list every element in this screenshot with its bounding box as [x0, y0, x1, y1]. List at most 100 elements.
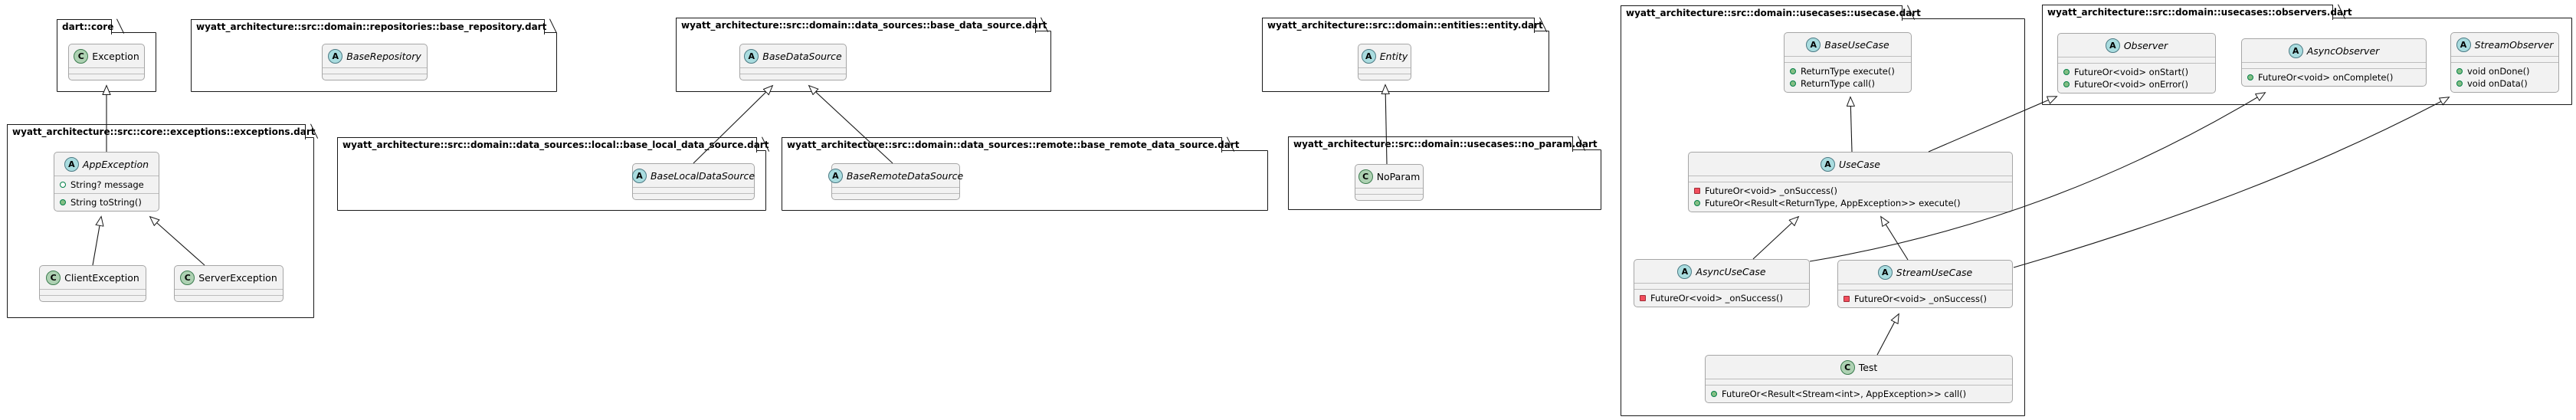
class-icon: C	[1840, 359, 1855, 375]
fields-section	[2242, 62, 2426, 68]
fields-section	[2058, 57, 2215, 63]
member-fields-0: String? message	[60, 179, 153, 191]
inheritance-arrow-StreamUseCase-to-StreamObserver	[2013, 97, 2449, 268]
member-text: String toString()	[70, 197, 142, 208]
abstract-icon: A	[1821, 156, 1836, 172]
class-name: BaseUseCase	[1824, 38, 1889, 51]
methods-section: FutureOr<void> _onSuccess()FutureOr<Resu…	[1689, 182, 2012, 212]
package-tab: wyatt_architecture::src::domain::data_so…	[782, 137, 1239, 153]
package-title: wyatt_architecture::src::domain::usecase…	[2047, 7, 2352, 18]
member-methods-0: void onDone()	[2456, 65, 2553, 77]
member-methods-0: FutureOr<void> _onSuccess()	[1844, 293, 2007, 305]
public-method-icon	[2063, 69, 2070, 75]
class-name: AppException	[82, 158, 149, 170]
methods-section	[40, 295, 146, 301]
package-title: wyatt_architecture::src::domain::data_so…	[681, 20, 1047, 31]
abstract-icon: A	[2456, 37, 2471, 52]
package-tab: wyatt_architecture::src::core::exception…	[7, 124, 315, 139]
class-icon: C	[46, 270, 61, 285]
package-tab: wyatt_architecture::src::domain::usecase…	[1621, 5, 1921, 21]
class-name: NoParam	[1376, 170, 1421, 182]
member-methods-1: FutureOr<Result<ReturnType, AppException…	[1694, 197, 2007, 209]
methods-section	[323, 74, 427, 80]
member-text: ReturnType execute()	[1801, 66, 1895, 77]
abstract-icon: A	[1806, 37, 1821, 52]
methods-section: FutureOr<Result<Stream<int>, AppExceptio…	[1706, 385, 2012, 402]
private-method-icon	[1694, 188, 1700, 194]
member-text: String? message	[70, 179, 144, 190]
fields-section	[633, 187, 754, 193]
class-icon: C	[74, 48, 89, 64]
methods-section	[740, 74, 846, 80]
member-text: FutureOr<void> _onSuccess()	[1854, 294, 1988, 304]
member-methods-0: FutureOr<void> _onSuccess()	[1694, 185, 2007, 197]
abstract-icon: A	[2288, 43, 2303, 58]
class-name: AsyncUseCase	[1696, 265, 1766, 277]
abstract-icon: A	[1677, 264, 1693, 279]
package-title: wyatt_architecture::src::domain::reposit…	[196, 21, 547, 32]
public-method-icon	[2247, 74, 2253, 80]
fields-section: String? message	[54, 176, 159, 193]
fields-section	[1634, 283, 1809, 289]
package-tab: wyatt_architecture::src::domain::reposit…	[191, 19, 547, 34]
class-name: Exception	[92, 50, 139, 62]
package-title: wyatt_architecture::src::core::exception…	[12, 126, 316, 137]
methods-section: void onDone()void onData()	[2451, 62, 2558, 92]
class-name: ServerException	[198, 271, 277, 284]
public-method-icon	[60, 199, 66, 205]
class-name: StreamUseCase	[1896, 266, 1973, 278]
abstract-icon: A	[64, 156, 79, 172]
methods-section	[175, 295, 283, 301]
private-method-icon	[1640, 295, 1646, 301]
member-methods-0: ReturnType execute()	[1790, 65, 1906, 77]
package-title: wyatt_architecture::src::domain::data_so…	[342, 139, 769, 150]
fields-section	[1785, 56, 1911, 62]
class-name: BaseRepository	[346, 50, 421, 62]
public-method-icon	[1790, 68, 1796, 74]
member-text: FutureOr<Result<ReturnType, AppException…	[1705, 198, 1961, 208]
private-method-icon	[1844, 296, 1850, 302]
package-tab: wyatt_architecture::src::domain::usecase…	[1288, 136, 1598, 152]
member-text: void onData()	[2467, 78, 2528, 89]
public-method-icon	[2063, 81, 2070, 87]
member-text: ReturnType call()	[1801, 78, 1875, 89]
methods-section: FutureOr<void> _onSuccess()	[1838, 290, 2012, 307]
member-methods-0: String toString()	[60, 196, 153, 208]
package-title: wyatt_architecture::src::domain::usecase…	[1626, 8, 1921, 18]
member-methods-0: FutureOr<void> onStart()	[2063, 66, 2210, 78]
fields-section	[1358, 67, 1411, 74]
class-name: Test	[1858, 361, 1878, 373]
class-icon: C	[180, 270, 195, 285]
abstract-icon: A	[1361, 48, 1376, 64]
class-name: AsyncObserver	[2306, 44, 2380, 57]
methods-section	[633, 193, 754, 199]
member-text: FutureOr<void> _onSuccess()	[1650, 293, 1784, 304]
package-base-data-source: wyatt_architecture::src::domain::data_so…	[676, 18, 1051, 92]
methods-section	[832, 193, 959, 199]
class-name: StreamObserver	[2474, 38, 2554, 51]
methods-section: ReturnType execute()ReturnType call()	[1785, 62, 1911, 92]
